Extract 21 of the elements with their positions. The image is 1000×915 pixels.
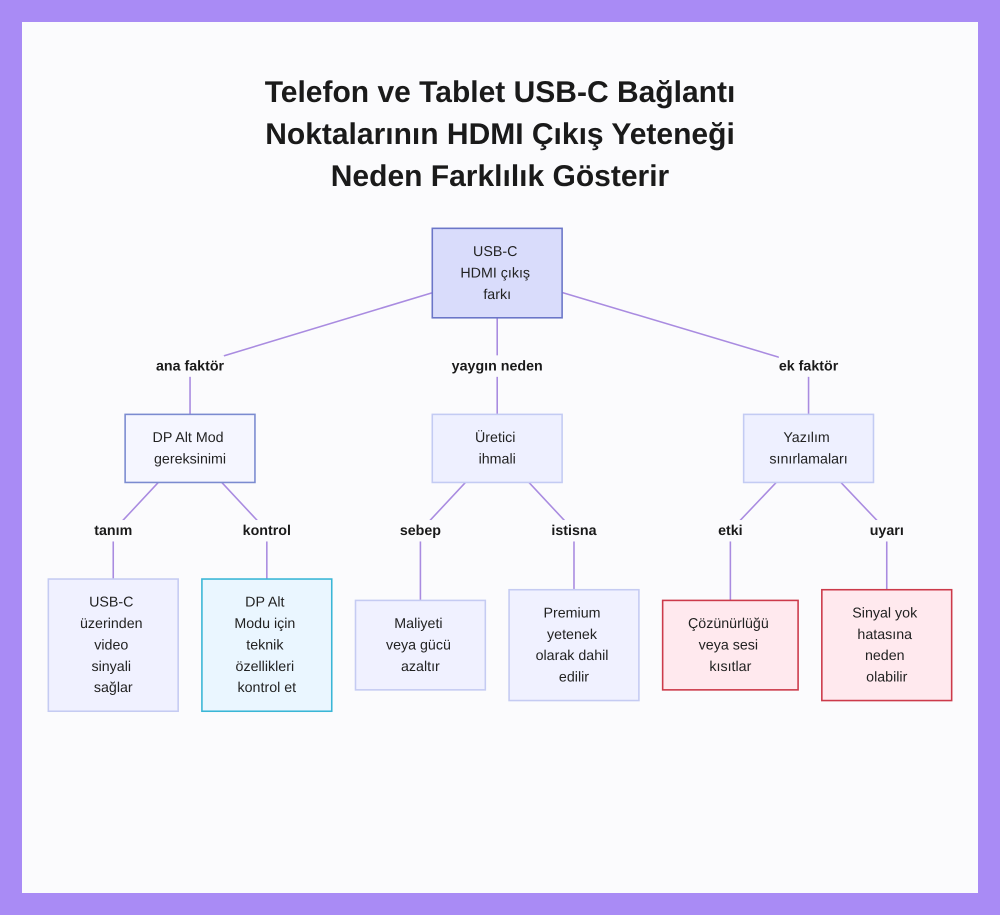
node-box <box>508 588 640 702</box>
edge-label: yaygın neden <box>452 358 543 374</box>
edge-label: sebep <box>400 522 442 538</box>
node-box <box>354 600 486 691</box>
node-box <box>48 578 179 712</box>
edge-label: etki <box>718 522 743 538</box>
node-box <box>124 414 256 484</box>
node-box <box>742 414 874 484</box>
diagram-title: Telefon ve Tablet USB-C Bağlantı Noktalarının HDMI Çıkış Yeteneği Neden Farklılık Gösterir <box>264 75 736 195</box>
node-box <box>432 414 563 484</box>
edge-label: ana faktör <box>156 358 224 374</box>
node-box <box>201 578 333 712</box>
node-box <box>662 600 799 691</box>
frame-panel: Telefon ve Tablet USB-C Bağlantı Noktalarının HDMI Çıkış Yeteneği Neden Farklılık Gösterir ana faktör yaygın neden ek faktör tanım kontrol sebep istisna etki uyarı USB-C HDMI çıkış farkı DP Alt Mod gereksinimi Üretici ihmali Yazılım sınırlamaları USB-C üzerinden video sinyali sağlar DP Alt Modu için teknik özellikleri kontrol et Maliyeti veya gücü azaltır Premium yetenek olarak dahil edilir Çözünürlüğü veya sesi kısıtlar Sinyal yok hatasına neden olabilir <box>22 22 978 893</box>
edge-label: uyarı <box>870 522 904 538</box>
edge-label: tanım <box>94 522 132 538</box>
edge-label: ek faktör <box>778 358 838 374</box>
node-box <box>432 228 563 319</box>
edge-label: kontrol <box>242 522 291 538</box>
node-box <box>821 588 952 702</box>
edge-label: istisna <box>551 522 597 538</box>
